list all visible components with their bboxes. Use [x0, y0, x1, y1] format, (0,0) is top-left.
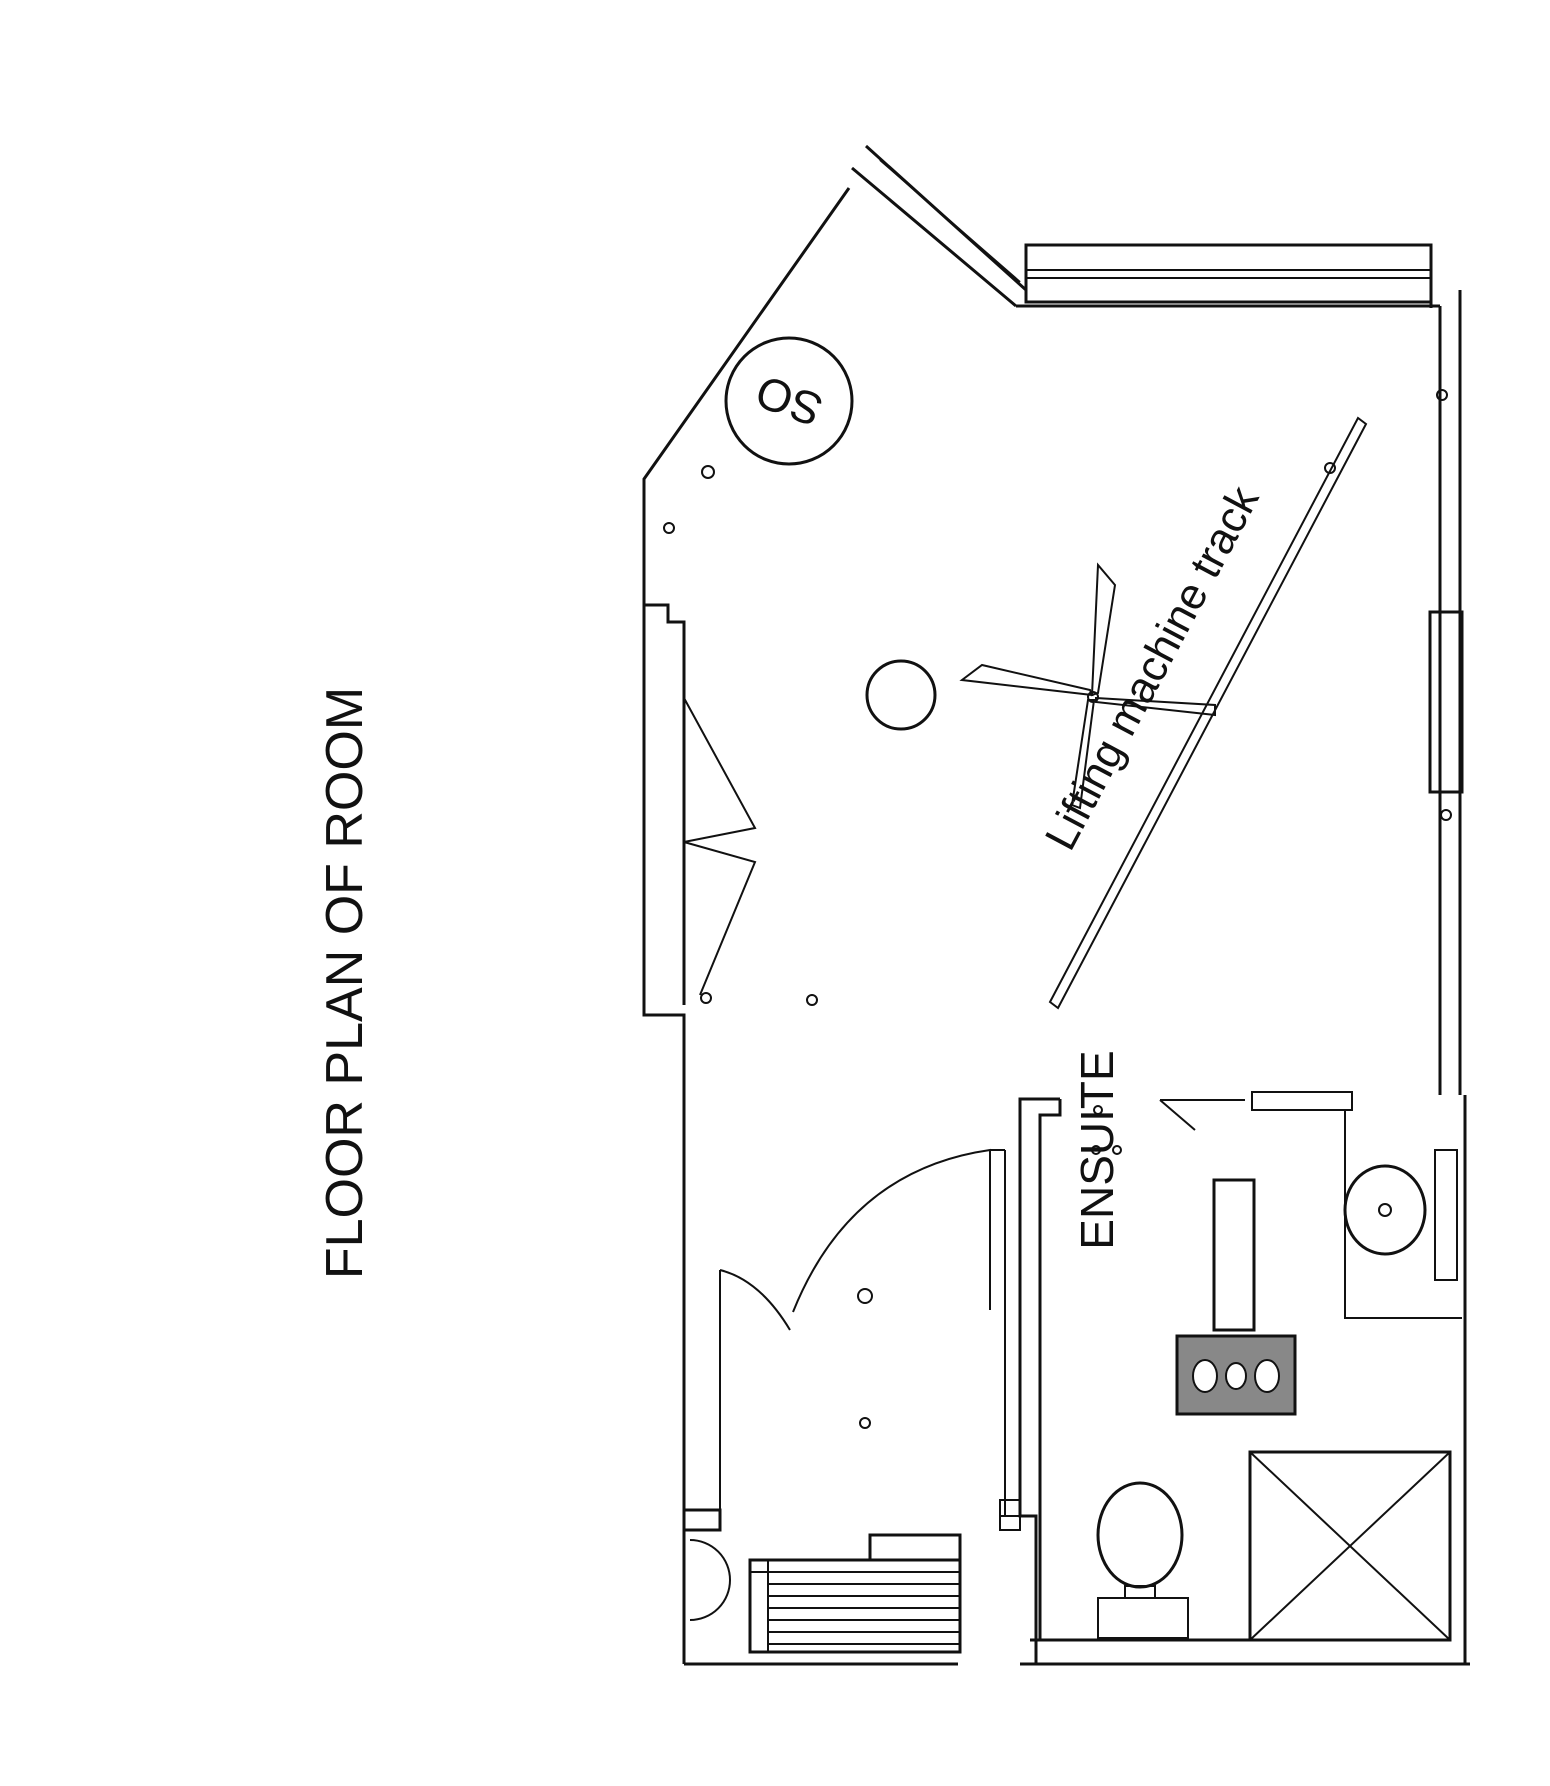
grab-rail: [1212, 1178, 1256, 1332]
fixture-points: [663, 389, 1452, 1429]
track-label: Lifting machine track: [1036, 478, 1269, 858]
window-left: [644, 603, 757, 1005]
entry-door: [684, 1148, 1006, 1621]
toilet: [1096, 1481, 1184, 1589]
ensuite-label: ENSUITE: [1071, 1050, 1123, 1249]
so-label: SO: [749, 365, 829, 437]
ceiling-fan-icon: [959, 562, 1216, 810]
bed: [748, 1533, 962, 1654]
shower-tray: [1248, 1450, 1452, 1642]
round-table: [865, 659, 937, 731]
plan-title: FLOOR PLAN OF ROOM: [316, 687, 374, 1279]
ensuite-room: ENSUITE: [999, 1050, 1462, 1664]
window-top: [1024, 243, 1433, 304]
sink: [1343, 1164, 1427, 1256]
window-right: [1428, 610, 1464, 794]
so-marker: SO: [724, 336, 854, 466]
